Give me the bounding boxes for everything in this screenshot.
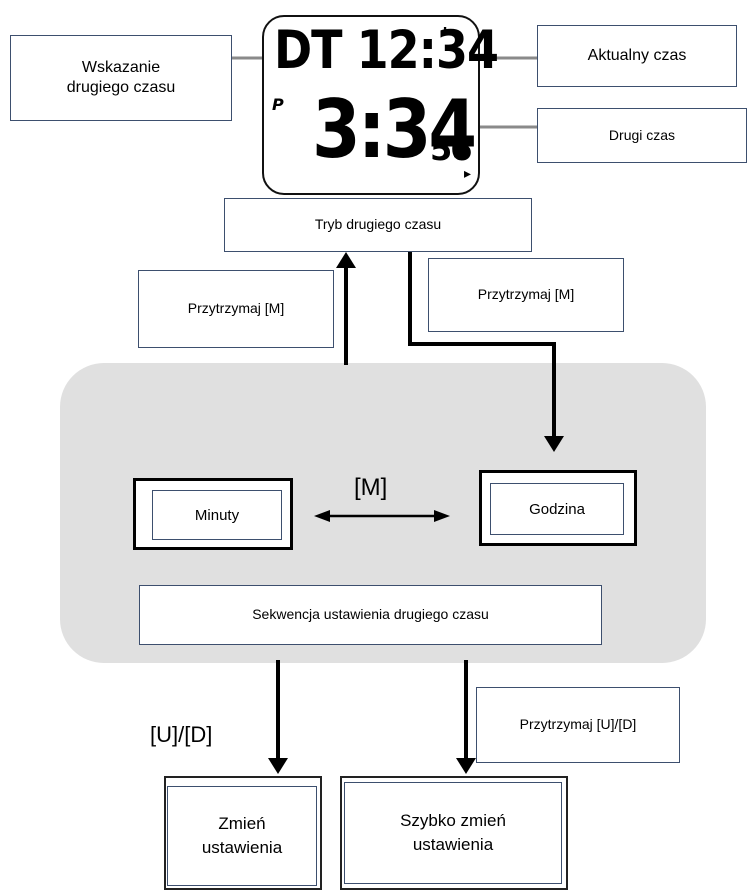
indicator-callout-text: Wskazanie drugiego czasu [66,59,176,96]
hold-ud-box: Przytrzymaj [U]/[D] [476,687,680,763]
hold-m-right-box: Przytrzymaj [M] [428,258,624,332]
minutes-text: Minuty [194,506,240,524]
current-time-callout-text: Aktualny czas [587,47,687,64]
up-arrow-head [336,252,356,268]
hold-m-right-text: Przytrzymaj [M] [477,286,575,303]
change-settings-text: Zmień ustawienia [201,814,283,857]
ud-label: [U]/[D] [150,722,213,747]
sequence-caption-box: Sekwencja ustawienia drugiego czasu [139,585,602,645]
hold-ud-text: Przytrzymaj [U]/[D] [519,716,637,733]
watch-display: DT 12:34 ' P 3:34 56 ▸ [262,15,499,195]
fast-change-settings-text: Szybko zmień ustawienia [400,811,506,854]
second-time-callout-text: Drugi czas [608,126,676,143]
sequence-caption-text: Sekwencja ustawienia drugiego czasu [252,606,489,623]
change-settings-inner: Zmień ustawienia [167,786,317,886]
second-time-callout: Drugi czas [537,108,747,163]
hold-m-left-box: Przytrzymaj [M] [138,270,334,348]
watch-main-time: 3:34 [312,82,477,177]
minutes-inner: Minuty [152,490,282,540]
down-route-arrow-head [544,436,564,452]
hour-text: Godzina [529,500,585,518]
down-route-arrow [408,252,556,436]
toggle-label: [M] [354,474,388,501]
watch-dot-icon: ▸ [464,166,472,182]
fast-change-arrow-head [456,758,476,774]
watch-p-indicator: P [272,95,284,114]
watch-top-line: DT 12:34 [274,18,499,81]
toggle-arrow-head-right [434,510,450,522]
fast-change-settings-inner: Szybko zmień ustawienia [344,782,562,884]
watch-tick-mark: ' [442,23,449,47]
indicator-callout: Wskazanie drugiego czasu [10,35,232,121]
watch-seconds: 56 [430,130,473,168]
second-time-mode-box: Tryb drugiego czasu [224,198,532,252]
hold-m-left-text: Przytrzymaj [M] [187,300,285,317]
toggle-arrow-head-left [314,510,330,522]
current-time-callout: Aktualny czas [537,25,737,87]
second-time-mode-text: Tryb drugiego czasu [314,216,442,233]
change-arrow-head [268,758,288,774]
hour-inner: Godzina [490,483,624,535]
